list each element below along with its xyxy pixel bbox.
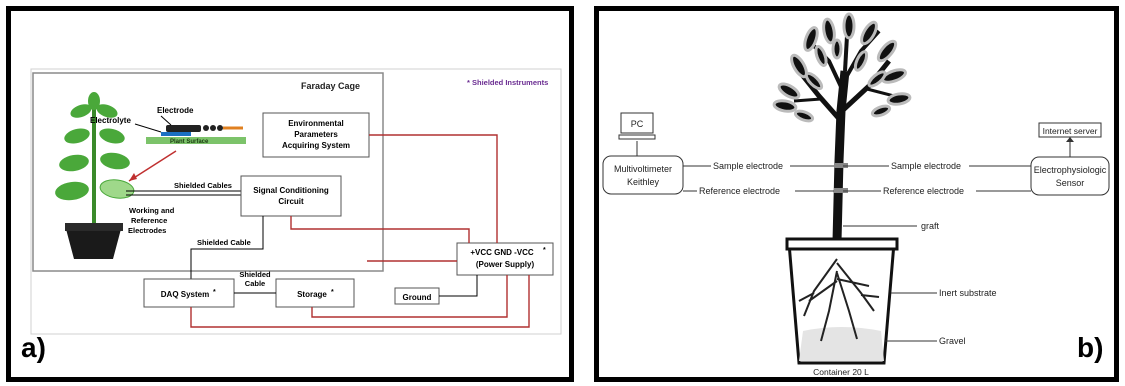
container-pot bbox=[785, 237, 899, 365]
inert-label: Inert substrate bbox=[939, 288, 997, 298]
pc-keyboard bbox=[618, 134, 656, 140]
multi-line1: Multivoltimeter bbox=[614, 164, 672, 174]
power-supply-box bbox=[456, 242, 554, 276]
signal-line1: Signal Conditioning bbox=[253, 186, 329, 195]
env-line3: Acquiring System bbox=[282, 141, 350, 150]
internet-arrowhead bbox=[1066, 137, 1074, 142]
shielded-cable-label: Shielded Cable bbox=[197, 238, 251, 247]
shielded-cable2-line2: Cable bbox=[245, 279, 265, 288]
power-star: * bbox=[543, 247, 546, 254]
panel-a-diagram: Faraday Cage * Shielded Instruments Elec… bbox=[21, 68, 562, 363]
storage-box bbox=[275, 278, 355, 308]
shielded-cable2-line1: Shielded bbox=[239, 270, 271, 279]
outer-frame bbox=[30, 68, 562, 335]
shielded-note: * Shielded Instruments bbox=[467, 78, 548, 87]
ground-label: Ground bbox=[403, 293, 432, 302]
panel-b-diagram: PC Multivoltimeter Keithley Sample elect… bbox=[602, 12, 1110, 377]
power-line2: (Power Supply) bbox=[476, 260, 535, 269]
panel-a: Faraday Cage * Shielded Instruments Elec… bbox=[6, 6, 574, 382]
plant-surface-label: Plant Surface bbox=[170, 139, 209, 145]
daq-star: * bbox=[213, 289, 216, 296]
shielded-cable-line bbox=[190, 216, 264, 279]
internet-label: Internet server bbox=[1043, 126, 1098, 136]
electrolyte-label: Electrolyte bbox=[90, 116, 131, 125]
working-label-line3: Electrodes bbox=[128, 226, 166, 235]
container-label: Container 20 L bbox=[813, 367, 869, 377]
faraday-cage-label: Faraday Cage bbox=[301, 81, 360, 91]
panel-b-label: b) bbox=[1077, 332, 1103, 363]
power-line1: +VCC GND -VCC bbox=[470, 248, 534, 257]
shielded-cables-label: Shielded Cables bbox=[174, 181, 232, 190]
graft-label: graft bbox=[921, 221, 940, 231]
reference-left-label: Reference electrode bbox=[699, 186, 780, 196]
pc-box bbox=[620, 112, 654, 134]
env-line2: Parameters bbox=[294, 130, 338, 139]
storage-star: * bbox=[331, 289, 334, 296]
electrophysiologic-sensor-box bbox=[1030, 156, 1110, 196]
power-wires bbox=[190, 134, 530, 328]
multivoltimeter-box bbox=[602, 155, 684, 195]
multi-line2: Keithley bbox=[627, 177, 660, 187]
electro-line2: Sensor bbox=[1056, 178, 1085, 188]
signal-conditioning-box bbox=[240, 175, 342, 217]
sample-right-label: Sample electrode bbox=[891, 161, 961, 171]
panel-a-label: a) bbox=[21, 332, 46, 363]
electrode-inset bbox=[134, 115, 246, 144]
reference-right-label: Reference electrode bbox=[883, 186, 964, 196]
env-line1: Environmental bbox=[288, 119, 344, 128]
plant-illustration bbox=[55, 92, 135, 259]
signal-line2: Circuit bbox=[278, 197, 304, 206]
pc-label: PC bbox=[631, 119, 644, 129]
sample-left-label: Sample electrode bbox=[713, 161, 783, 171]
zoom-arrow bbox=[128, 150, 177, 182]
zoom-arrowhead bbox=[129, 173, 137, 181]
ground-wire bbox=[439, 275, 478, 297]
gravel-label: Gravel bbox=[939, 336, 966, 346]
panel-b: PC Multivoltimeter Keithley Sample elect… bbox=[594, 6, 1119, 382]
daq-label: DAQ System bbox=[161, 290, 209, 299]
working-label-line2: Reference bbox=[131, 216, 167, 225]
electro-line1: Electrophysiologic bbox=[1034, 165, 1107, 175]
electrode-label: Electrode bbox=[157, 106, 194, 115]
faraday-cage-box bbox=[32, 72, 384, 272]
storage-label: Storage bbox=[297, 290, 327, 299]
working-label-line1: Working and bbox=[129, 206, 175, 215]
